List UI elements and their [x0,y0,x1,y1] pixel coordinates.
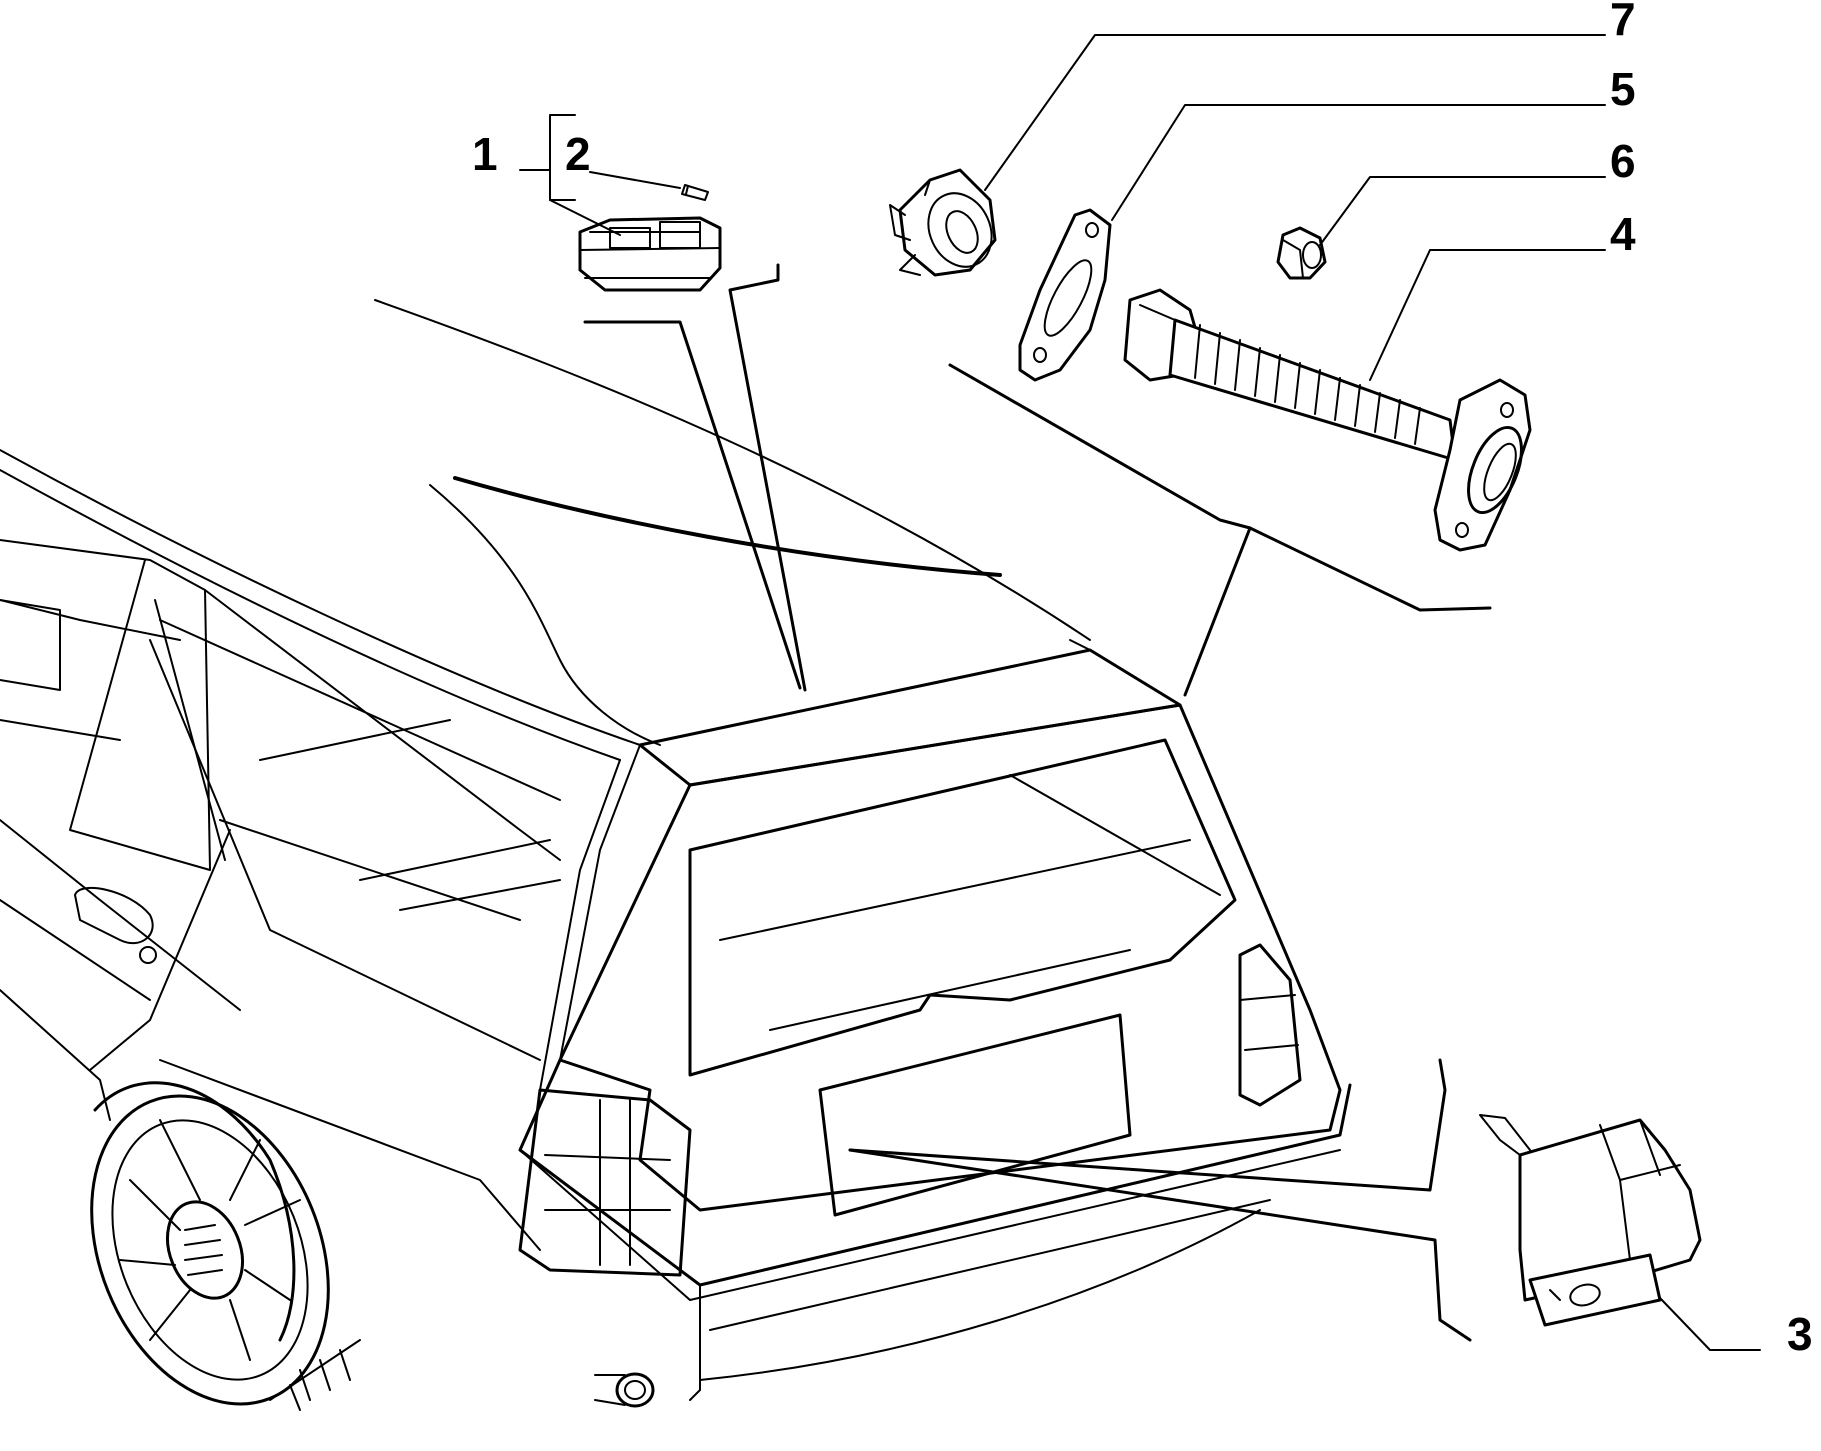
part-4-grommet [1123,288,1532,552]
grommet-ribs [1194,324,1421,445]
callout-7: 7 [1610,0,1636,45]
car-body-drawing [0,299,1352,1411]
callout-1: 1 [472,128,498,180]
callout-2: 2 [565,128,591,180]
part-6-nut [1276,226,1327,280]
callout-3: 3 [1787,1308,1813,1360]
callout-1-2-bracket [519,114,681,236]
leader-lines [583,263,1492,1342]
callout-5: 5 [1610,63,1636,115]
part-7-clip [889,168,997,277]
callout-labels: 1 2 3 4 5 6 7 [472,0,1813,1360]
callout-6: 6 [1610,135,1636,187]
part-5-gasket [1018,208,1112,382]
part-3-plate-lamp [1479,1114,1702,1327]
callout-4: 4 [1610,208,1636,260]
part-roof-lamp [578,184,722,292]
callout-lines [984,34,1761,1351]
